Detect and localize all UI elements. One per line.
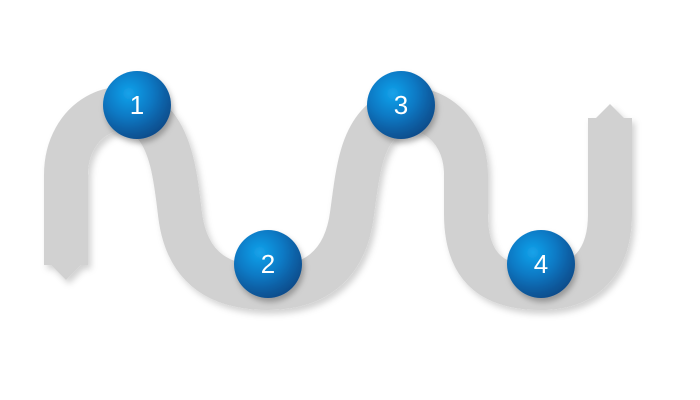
step-node-2[interactable]: 2 [234, 230, 302, 298]
step-node-1-label: 1 [130, 90, 144, 120]
step-node-1-sphere[interactable] [103, 71, 171, 139]
step-node-4[interactable]: 4 [507, 230, 575, 298]
step-nodes-group: 1 2 3 4 [103, 71, 575, 298]
step-node-3-sphere[interactable] [367, 71, 435, 139]
ribbon-start-chevron-down-icon [44, 258, 88, 280]
step-node-4-sphere[interactable] [507, 230, 575, 298]
step-node-3-label: 3 [394, 90, 408, 120]
step-node-2-label: 2 [261, 249, 275, 279]
step-node-2-sphere[interactable] [234, 230, 302, 298]
step-node-3[interactable]: 3 [367, 71, 435, 139]
ribbon-wave-stroke [44, 87, 632, 310]
step-node-4-label: 4 [534, 249, 548, 279]
ribbon-end-chevron-up-icon [588, 104, 632, 126]
ribbon-group [44, 87, 632, 310]
step-node-1[interactable]: 1 [103, 71, 171, 139]
